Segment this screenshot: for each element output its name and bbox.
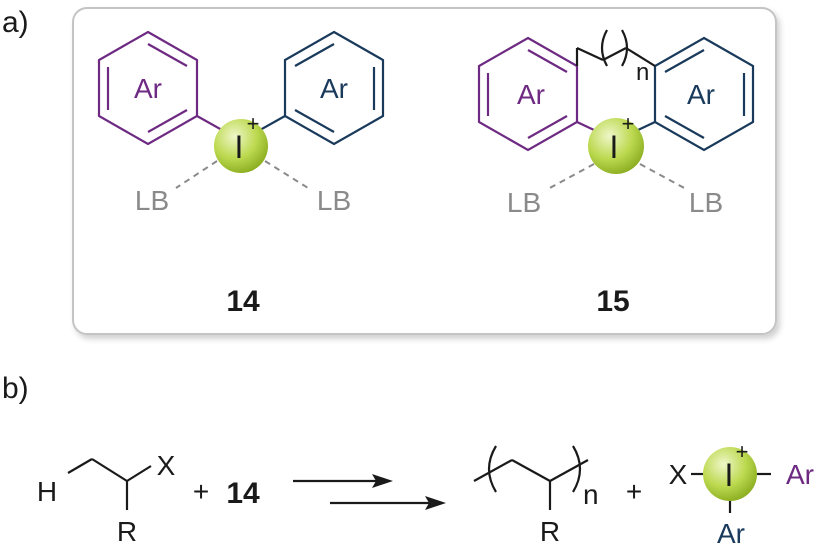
byproduct-ar-right: Ar: [786, 459, 814, 490]
lb-bond-left-15: [545, 163, 595, 191]
substrate: H X R: [37, 450, 176, 547]
iodine-sphere-byproduct: [703, 447, 757, 501]
iodine-label-15: I: [610, 129, 619, 165]
bridge-subscript: n: [636, 59, 649, 86]
iodine-label: I: [235, 129, 244, 165]
bond-left-15: [576, 121, 595, 131]
substrate-bond-3: [126, 465, 152, 482]
compound-15-number: 15: [596, 285, 629, 318]
byproduct-x: X: [669, 459, 688, 490]
substrate-r: R: [117, 516, 137, 547]
substrate-bond-1: [67, 458, 93, 474]
iodine-charge-15: +: [622, 111, 635, 136]
polymer-bracket-right: [572, 445, 582, 493]
lb-bond-right: [264, 160, 309, 189]
aryl-ring-right: [283, 30, 385, 146]
compound-14-number: 14: [226, 285, 260, 318]
polymer-subscript: n: [583, 479, 599, 510]
panel-b-label: b): [2, 372, 29, 405]
bond-right-15: [637, 121, 656, 131]
lb-right-label: LB: [317, 185, 351, 216]
compound-15: Ar Ar n LB LB I + 15: [477, 29, 755, 318]
substrate-bond-2: [91, 458, 128, 482]
lb-bond-right-15: [639, 163, 689, 191]
bond-right: [259, 115, 286, 131]
aryl-ring-left: [97, 30, 199, 146]
ar-right-label-15: Ar: [687, 79, 715, 110]
iodine-sphere: [214, 119, 268, 173]
ar-left-label: Ar: [134, 73, 162, 104]
reaction-arrows: [293, 474, 446, 510]
compound-14: Ar Ar LB LB I + 14: [97, 30, 385, 318]
byproduct-charge: +: [736, 439, 749, 464]
ar-left-label-15: Ar: [517, 79, 545, 110]
iodine-charge: +: [247, 111, 260, 136]
reagent-14: 14: [226, 477, 260, 510]
polymer: n R: [473, 445, 599, 547]
byproduct-ar-bottom: Ar: [717, 518, 745, 549]
panel-a-box: [72, 7, 777, 335]
panel-a-label: a): [2, 6, 29, 39]
lb-bond-left: [175, 160, 218, 189]
polymer-bracket-left: [487, 445, 497, 493]
bond-left: [196, 115, 223, 131]
plus-sign-1: +: [193, 476, 209, 507]
polymer-r: R: [540, 516, 560, 547]
iodine-sphere-15: [588, 118, 644, 174]
plus-sign-2: +: [626, 476, 642, 507]
alkyl-bridge: [575, 29, 656, 67]
byproduct-iodine: I: [725, 457, 734, 493]
iodonium-byproduct: X I + Ar Ar: [669, 439, 814, 549]
lb-left-label: LB: [135, 185, 169, 216]
lb-right-label-15: LB: [689, 187, 723, 218]
ar-right-label: Ar: [320, 73, 348, 104]
substrate-h: H: [37, 476, 57, 507]
substrate-x: X: [157, 450, 176, 481]
lb-left-label-15: LB: [507, 187, 541, 218]
